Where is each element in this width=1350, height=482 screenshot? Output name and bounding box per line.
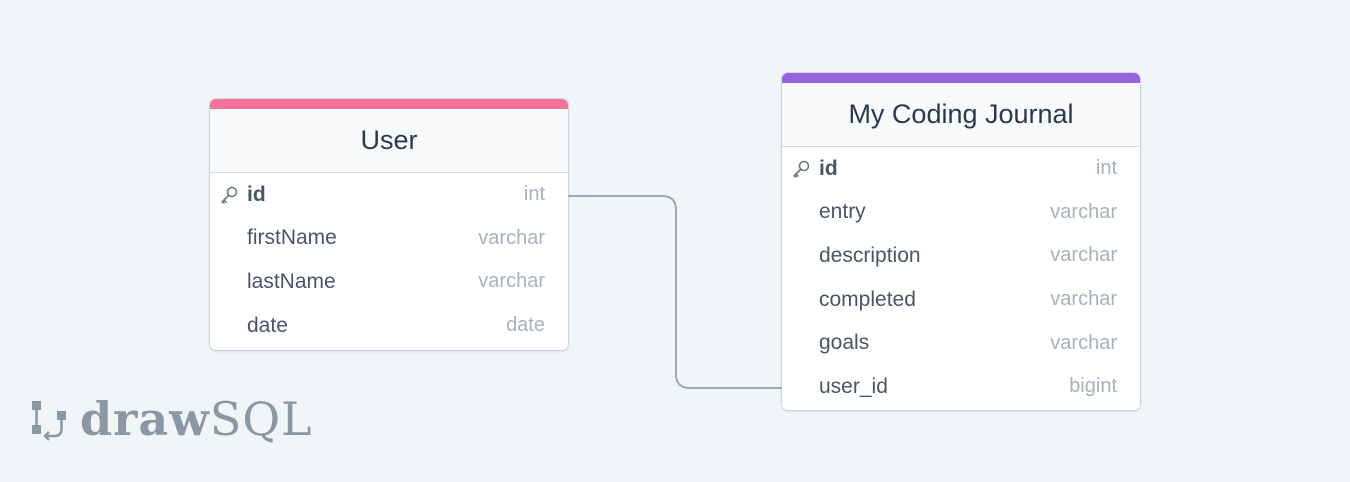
- column-name: entry: [819, 200, 866, 224]
- logo-text-sql: SQL: [209, 392, 313, 446]
- column-name: id: [819, 156, 838, 180]
- table-accent-bar: [782, 73, 1140, 83]
- column-row[interactable]: goals varchar: [782, 321, 1140, 365]
- column-type: date: [506, 314, 545, 337]
- column-row[interactable]: lastName varchar: [210, 260, 568, 304]
- column-type: varchar: [1050, 288, 1117, 311]
- drawsql-logo: drawSQL: [30, 392, 313, 446]
- column-row[interactable]: user_id bigint: [782, 365, 1140, 409]
- column-row[interactable]: date date: [210, 304, 568, 348]
- column-list: id int entry varchar description varchar…: [782, 147, 1140, 409]
- column-name: completed: [819, 287, 916, 311]
- column-name: firstName: [247, 226, 337, 250]
- logo-text-draw: draw: [80, 392, 210, 446]
- column-name: id: [247, 182, 266, 206]
- column-row[interactable]: completed varchar: [782, 278, 1140, 322]
- key-icon: [782, 159, 819, 179]
- table-title[interactable]: User: [210, 109, 568, 173]
- column-type: varchar: [1050, 200, 1117, 223]
- column-name: date: [247, 313, 288, 337]
- column-row[interactable]: firstName varchar: [210, 217, 568, 261]
- table-user[interactable]: User id int firstName varchar lastName v…: [210, 99, 568, 350]
- key-icon: [210, 185, 247, 205]
- table-my-coding-journal[interactable]: My Coding Journal id int entry varchar d…: [782, 73, 1140, 410]
- column-name: description: [819, 243, 921, 267]
- column-type: int: [1095, 157, 1117, 180]
- column-row[interactable]: description varchar: [782, 234, 1140, 278]
- column-name: lastName: [247, 269, 336, 293]
- column-type: varchar: [1050, 244, 1117, 267]
- column-type: varchar: [1050, 331, 1117, 354]
- drawsql-logo-icon: [32, 401, 66, 441]
- column-name: user_id: [819, 374, 888, 398]
- table-accent-bar: [210, 99, 568, 109]
- column-row[interactable]: id int: [210, 173, 568, 217]
- column-name: goals: [819, 331, 870, 355]
- table-title[interactable]: My Coding Journal: [782, 83, 1140, 147]
- column-type: varchar: [478, 270, 545, 293]
- column-type: int: [523, 183, 545, 206]
- column-list: id int firstName varchar lastName varcha…: [210, 173, 568, 347]
- column-row[interactable]: id int: [782, 147, 1140, 191]
- column-type: varchar: [478, 226, 545, 249]
- column-type: bigint: [1069, 375, 1117, 398]
- column-row[interactable]: entry varchar: [782, 191, 1140, 235]
